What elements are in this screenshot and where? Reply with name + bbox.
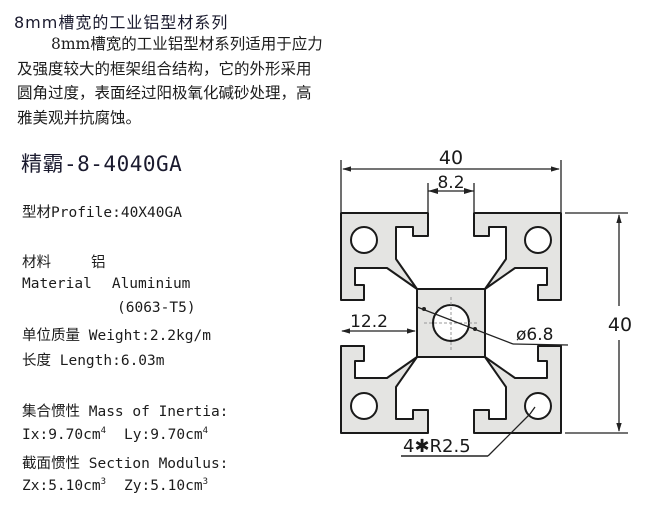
- zy-exponent: 3: [202, 477, 208, 487]
- spec-profile: 型材Profile:40X40GA: [22, 205, 182, 221]
- ly-exponent: 4: [202, 426, 208, 436]
- dimension-height: 40: [565, 212, 632, 434]
- material-en-label: Material: [22, 276, 92, 292]
- radius-dim-label: 4✱R2.5: [403, 436, 471, 457]
- page-title: 8mm槽宽的工业铝型材系列: [14, 13, 229, 32]
- model-name: 精霸-8-4040GA: [21, 152, 183, 176]
- width-dim-label: 40: [439, 147, 463, 169]
- spec-material-cn: 材料 铝: [22, 251, 106, 272]
- material-en-value: Aluminium: [111, 276, 191, 292]
- hole-dim-label: ø6.8: [516, 325, 553, 345]
- slot-dim-label: 8.2: [437, 173, 464, 193]
- dimension-hole: ø6.8: [416, 306, 569, 346]
- spec-weight: 单位质量 Weight:2.2kg/m: [22, 328, 211, 344]
- spec-inertia-label: 集合惯性 Mass of Inertia:: [22, 404, 229, 420]
- description-line: 8mm槽宽的工业铝型材系列适用于应力: [51, 35, 323, 53]
- description-line: 圆角过度，表面经过阳极氧化碱砂处理，高: [17, 84, 312, 102]
- material-cn-label: 材料: [22, 255, 51, 271]
- dimension-width: 40: [340, 147, 562, 212]
- description-line: 雅美观并抗腐蚀。: [17, 108, 142, 127]
- zx-exponent: 3: [100, 477, 106, 487]
- material-cn-value: 铝: [91, 255, 106, 271]
- spec-length: 长度 Length:6.03m: [22, 353, 165, 369]
- zx-value: Zx:5.10cm: [22, 478, 101, 494]
- dimension-radius: 4✱R2.5: [401, 406, 536, 457]
- corner-hole-top-left: [350, 226, 378, 254]
- corner-hole-bottom-left: [350, 392, 378, 420]
- offset-dim-label: 12.2: [350, 312, 388, 332]
- height-dim-label: 40: [608, 314, 632, 336]
- corner-hole-top-right: [524, 226, 552, 254]
- spec-alloy: (6063-T5): [117, 300, 196, 316]
- profile-cross-section: [340, 212, 562, 434]
- description: 8mm槽宽的工业铝型材系列适用于应力 及强度较大的框架组合结构，它的外形采用 圆…: [17, 32, 323, 130]
- dimension-slot: 8.2: [427, 173, 475, 212]
- ix-value: Ix:9.70cm: [22, 427, 101, 443]
- ly-value: Ly:9.70cm: [124, 427, 203, 443]
- ix-exponent: 4: [100, 426, 106, 436]
- spec-material-en: Material Aluminium: [22, 276, 190, 292]
- dimension-offset: 12.2: [341, 312, 416, 334]
- spec-modulus-label: 截面惯性 Section Modulus:: [22, 456, 229, 472]
- description-line: 及强度较大的框架组合结构，它的外形采用: [17, 59, 312, 78]
- zy-value: Zy:5.10cm: [124, 478, 203, 494]
